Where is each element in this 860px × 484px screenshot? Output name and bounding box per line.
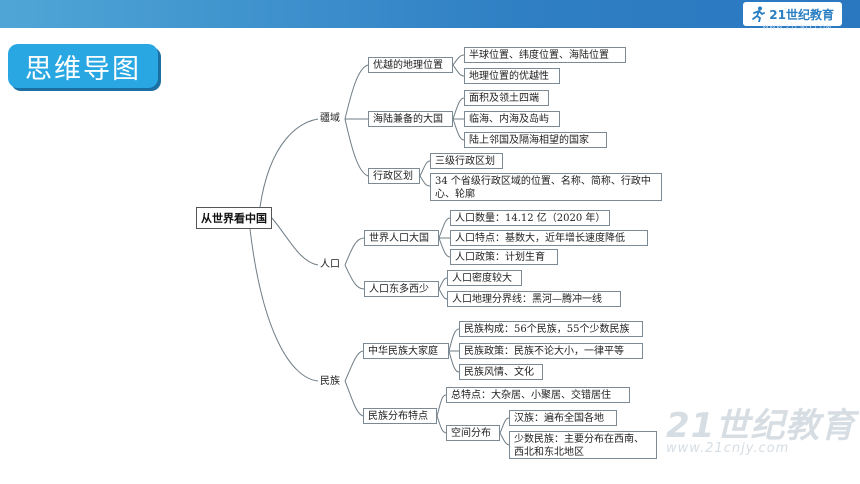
leaf-linguo: 陆上邻国及隔海相望的国家 <box>464 132 607 148</box>
connector-l2-e2 <box>438 288 448 300</box>
leaf-renkou-tedian: 人口特点：基数大，近年增长速度降低 <box>450 230 648 246</box>
leaf-youyuexing: 地理位置的优越性 <box>464 68 560 84</box>
mindmap-root: 从世界看中国 <box>196 207 272 229</box>
leaf-shengji: 34 个省级行政区域的位置、名称、简称、行政中心、轮廓 <box>430 173 662 201</box>
connector-jiangyu-1 <box>344 64 369 120</box>
watermark-sub: www.21cnjy.com <box>666 441 790 456</box>
branch-renkou: 人口 <box>320 259 340 270</box>
connector-l3-h1 <box>499 417 510 434</box>
leaf-linhai: 临海、内海及岛屿 <box>464 111 560 127</box>
runner-icon <box>752 6 766 22</box>
site-logo[interactable]: 21世纪教育 <box>743 2 842 26</box>
connector-l2-d3 <box>438 237 451 258</box>
connector-l2-a1 <box>452 54 465 66</box>
node-minzu-fenbu: 民族分布特点 <box>363 408 437 424</box>
connector-jiangyu-3 <box>344 118 369 177</box>
logo-text: 21世纪教育 <box>769 7 834 22</box>
connector-renkou-2 <box>344 264 365 290</box>
leaf-zong-tedian: 总特点：大杂居、小聚居、交错居住 <box>446 387 630 403</box>
connector-l2-b3 <box>452 118 465 141</box>
connector-l2-e1 <box>438 277 448 290</box>
leaf-bandiqiu-weizhi: 半球位置、纬度位置、海陆位置 <box>464 47 626 63</box>
branch-minzu: 民族 <box>320 376 340 387</box>
connector-l2-f1 <box>448 328 460 352</box>
node-youyue-weizhi: 优越的地理位置 <box>368 57 453 73</box>
leaf-mianji: 面积及领土四端 <box>464 90 549 106</box>
top-banner: 21世纪教育 WWW.21CNJY.COM <box>0 0 860 31</box>
branch-jiangyu: 疆域 <box>320 113 340 124</box>
leaf-sanji: 三级行政区划 <box>430 153 503 169</box>
leaf-renkou-shuliang: 人口数量：14.12 亿（2020 年） <box>450 210 610 226</box>
leaf-minzu-fengqing: 民族风情、文化 <box>459 364 543 380</box>
connector-l3-h2 <box>499 432 510 446</box>
connector-l2-f3 <box>448 350 460 373</box>
node-xingzheng-quhua: 行政区划 <box>368 168 420 184</box>
leaf-fenjiexian: 人口地理分界线：黑河—腾冲一线 <box>447 291 621 307</box>
connector-l2-c1 <box>419 160 431 177</box>
connector-minzu-2 <box>344 380 364 417</box>
connector-root-renkou <box>271 217 319 266</box>
connector-l2-b1 <box>452 97 465 120</box>
leaf-renkou-zhengce: 人口政策：计划生育 <box>450 249 558 265</box>
connector-l2-a2 <box>452 64 465 77</box>
leaf-hanzu: 汉族：遍布全国各地 <box>509 410 617 426</box>
mindmap-title-badge: 思维导图 <box>8 44 158 88</box>
leaf-shaoshu-minzu: 少数民族：主要分布在西南、西北和东北地区 <box>509 431 657 459</box>
node-shijie-renkou: 世界人口大国 <box>364 230 439 246</box>
logo-subtext: WWW.21CNJY.COM <box>762 24 832 31</box>
connector-root-jiangyu <box>259 118 319 208</box>
node-renkou-dongduo: 人口东多西少 <box>364 281 439 297</box>
connector-l2-g2 <box>436 415 447 434</box>
node-hailu-jianbei: 海陆兼备的大国 <box>368 111 453 127</box>
watermark: 21世纪教育 www.21cnjy.com <box>666 398 855 456</box>
node-kongjian-fenbu: 空间分布 <box>446 425 500 441</box>
node-zhonghua-minzu: 中华民族大家庭 <box>363 343 449 359</box>
leaf-minzu-zhengce: 民族政策：民族不论大小，一律平等 <box>459 343 643 359</box>
connector-minzu-1 <box>344 350 364 382</box>
connector-renkou-1 <box>344 237 365 266</box>
connector-l2-d1 <box>438 217 451 239</box>
connector-l2-g1 <box>436 394 447 417</box>
leaf-renkou-midu: 人口密度较大 <box>447 270 522 286</box>
leaf-minzu-goucheng: 民族构成：56个民族，55个少数民族 <box>459 321 643 337</box>
connector-l2-c2 <box>419 175 431 187</box>
watermark-main: 21世纪教育 <box>666 406 856 446</box>
connector-root-minzu <box>249 228 319 382</box>
page-title: 思维导图 <box>25 53 141 85</box>
